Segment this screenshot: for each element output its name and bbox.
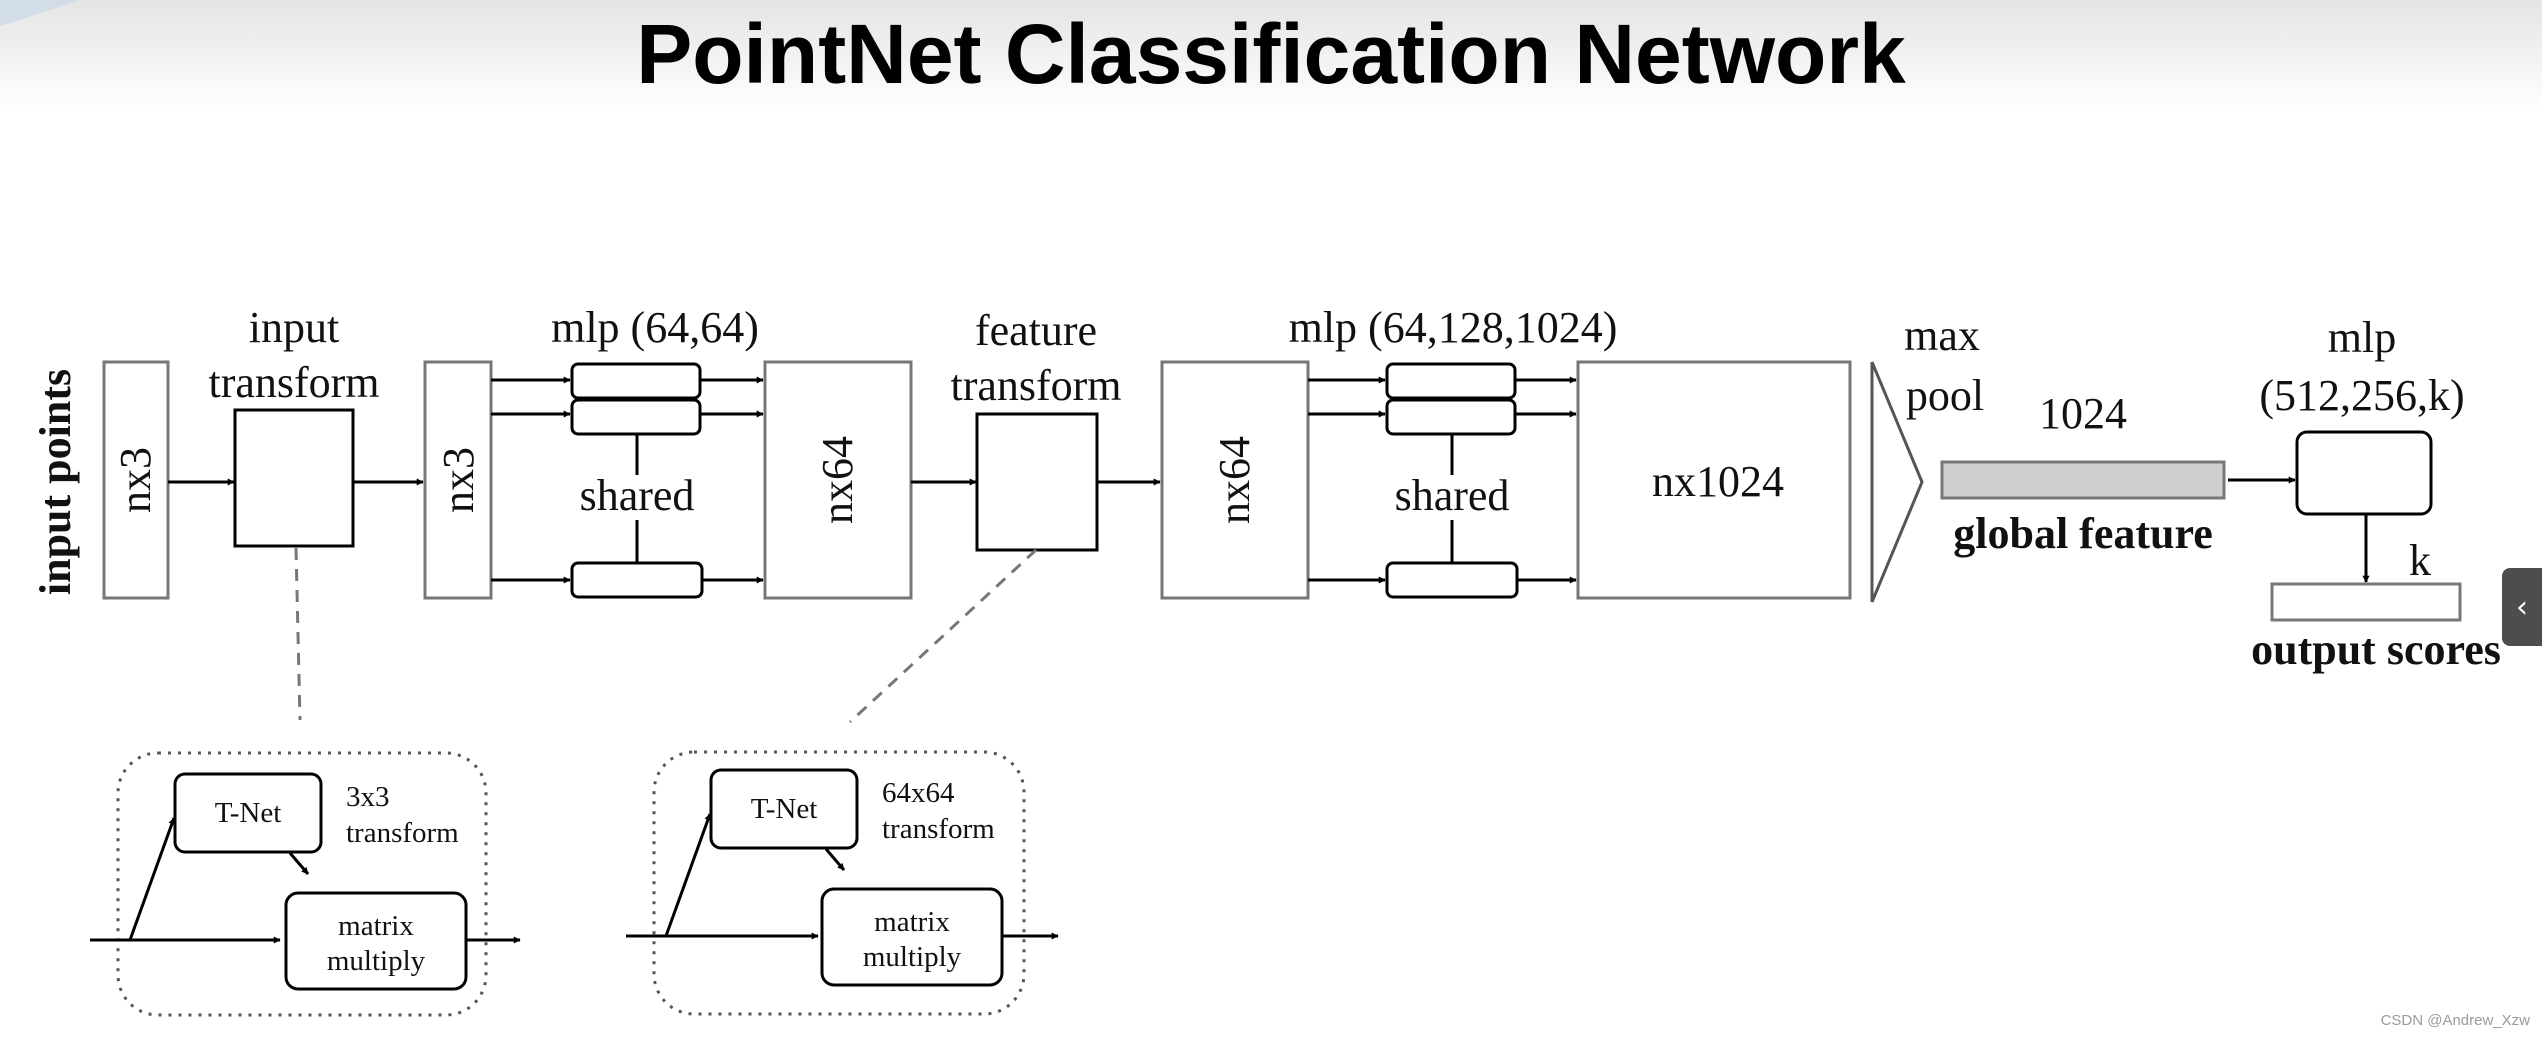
input-transform-dashed-link <box>294 547 302 721</box>
tnet1-box <box>173 772 323 854</box>
nx64-label-a: nx64 <box>813 436 862 524</box>
max-pool-label-2: pool <box>1906 371 1984 420</box>
max-pool-shape <box>1870 361 1924 603</box>
mid-nx3-box <box>423 360 493 600</box>
mlp3-label-2: (512,256,k) <box>2259 371 2464 420</box>
tnet2-matrix-1: matrix <box>874 906 950 938</box>
tnet1-matrix-1: matrix <box>338 910 414 942</box>
corner-accent <box>0 0 80 26</box>
k-label: k <box>2409 536 2431 585</box>
feature-transform-box <box>975 412 1099 552</box>
tnet1-matrix-2: multiply <box>327 945 426 977</box>
tnet1-container <box>116 751 488 1017</box>
feature-transform-label-1: feature <box>975 306 1097 355</box>
mlp1-unit-3 <box>570 561 704 599</box>
input-transform-box <box>233 408 355 548</box>
tnet1-name: T-Net <box>215 797 282 829</box>
mlp3-label-1: mlp <box>2328 313 2396 362</box>
chevron-left-icon: ‹ <box>2516 589 2528 625</box>
page-title: PointNet Classification Network <box>636 7 1906 101</box>
watermark: CSDN @Andrew_Xzw <box>2380 1012 2530 1029</box>
mlp2-unit-3 <box>1385 561 1519 599</box>
tnet2-to-matrix-arrow <box>824 848 846 871</box>
max-pool-label-1: max <box>1904 311 1980 360</box>
output-scores-label: output scores <box>2251 625 2501 674</box>
output-scores-bar <box>2270 582 2462 622</box>
feature-transform-dashed-link <box>848 548 1038 724</box>
tnet2-matrix-2: multiply <box>863 941 962 973</box>
tnet2-name: T-Net <box>751 793 818 825</box>
mlp2-unit-2 <box>1385 398 1517 436</box>
tnet2-transform-2: transform <box>882 813 995 845</box>
mlp1-label: mlp (64,64) <box>551 303 759 352</box>
mlp1-unit-1 <box>570 362 702 400</box>
tnet1-transform-2: transform <box>346 817 459 849</box>
tnet1-transform-1: 3x3 <box>346 781 390 813</box>
nx64-box-a <box>763 360 913 600</box>
tnet1-to-matrix-arrow <box>288 852 310 875</box>
mlp3-box <box>2295 430 2433 516</box>
mlp2-label: mlp (64,128,1024) <box>1289 303 1618 352</box>
side-panel-toggle-button[interactable]: ‹ <box>2502 568 2542 646</box>
global-feature-label: global feature <box>1953 509 2213 558</box>
nx64-label-b: nx64 <box>1210 436 1259 524</box>
nx1024-label: nx1024 <box>1652 457 1784 506</box>
mid-nx3-label: nx3 <box>434 447 483 513</box>
tnet2-container <box>652 750 1026 1016</box>
global-feature-bar <box>1940 460 2226 500</box>
mlp1-shared-label: shared <box>580 471 695 520</box>
input-nx3-box <box>102 360 170 600</box>
global-feature-dim: 1024 <box>2039 389 2127 438</box>
input-points-label: input points <box>31 369 80 595</box>
tnet2-transform-1: 64x64 <box>882 777 955 809</box>
tnet2-box <box>709 768 859 850</box>
mlp2-unit-1 <box>1385 362 1517 400</box>
mlp1-unit-2 <box>570 398 702 436</box>
nx64-box-b <box>1160 360 1310 600</box>
input-transform-label-1: input <box>249 303 339 352</box>
feature-transform-label-2: transform <box>950 361 1121 410</box>
tnet1-branch-arrow <box>128 817 176 941</box>
header-band <box>0 0 2542 110</box>
nx1024-box <box>1576 360 1852 600</box>
mlp2-shared-label: shared <box>1395 471 1510 520</box>
tnet2-branch-arrow <box>664 813 712 937</box>
input-nx3-label: nx3 <box>111 447 160 513</box>
input-transform-label-2: transform <box>208 358 379 407</box>
